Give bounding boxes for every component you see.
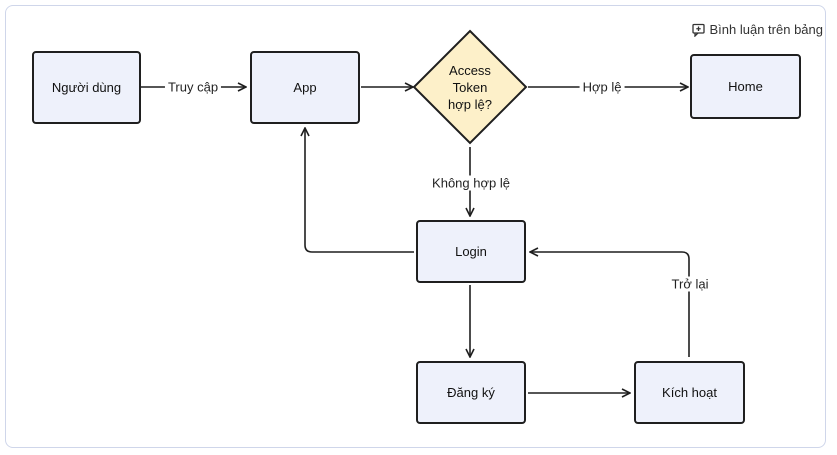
node-register-label: Đăng ký	[447, 385, 495, 400]
decision-label-line-1: Access	[449, 62, 491, 78]
node-login[interactable]: Login	[416, 220, 526, 283]
board-comment-label: Bình luận trên bảng	[709, 22, 823, 37]
edge-label-invalid: Không hợp lệ	[429, 175, 513, 191]
decision-label-line-2: Token	[452, 79, 488, 95]
node-app[interactable]: App	[250, 51, 360, 124]
edge-label-access: Truy cập	[164, 79, 222, 95]
edge-activate-to-login	[530, 252, 690, 357]
decision-label-line-3: hợp lệ?	[448, 96, 492, 112]
node-user-label: Người dùng	[51, 80, 122, 95]
edge-label-valid: Hợp lệ	[579, 79, 625, 95]
node-login-label: Login	[455, 244, 487, 259]
node-user[interactable]: Người dùng	[32, 51, 141, 124]
decision-diamond-shape	[412, 29, 528, 145]
comment-add-icon	[691, 23, 706, 37]
node-home[interactable]: Home	[690, 54, 801, 119]
node-decision[interactable]: Access Token hợp lệ?	[427, 58, 513, 116]
board-comment-button[interactable]: Bình luận trên bảng	[691, 22, 823, 37]
edge-label-back: Trở lại	[668, 276, 712, 292]
node-activate[interactable]: Kích hoạt	[634, 361, 745, 424]
edge-login-to-app	[305, 128, 414, 253]
node-app-label: App	[293, 80, 317, 95]
node-register[interactable]: Đăng ký	[416, 361, 526, 424]
node-home-label: Home	[728, 79, 763, 94]
node-activate-label: Kích hoạt	[662, 385, 717, 400]
